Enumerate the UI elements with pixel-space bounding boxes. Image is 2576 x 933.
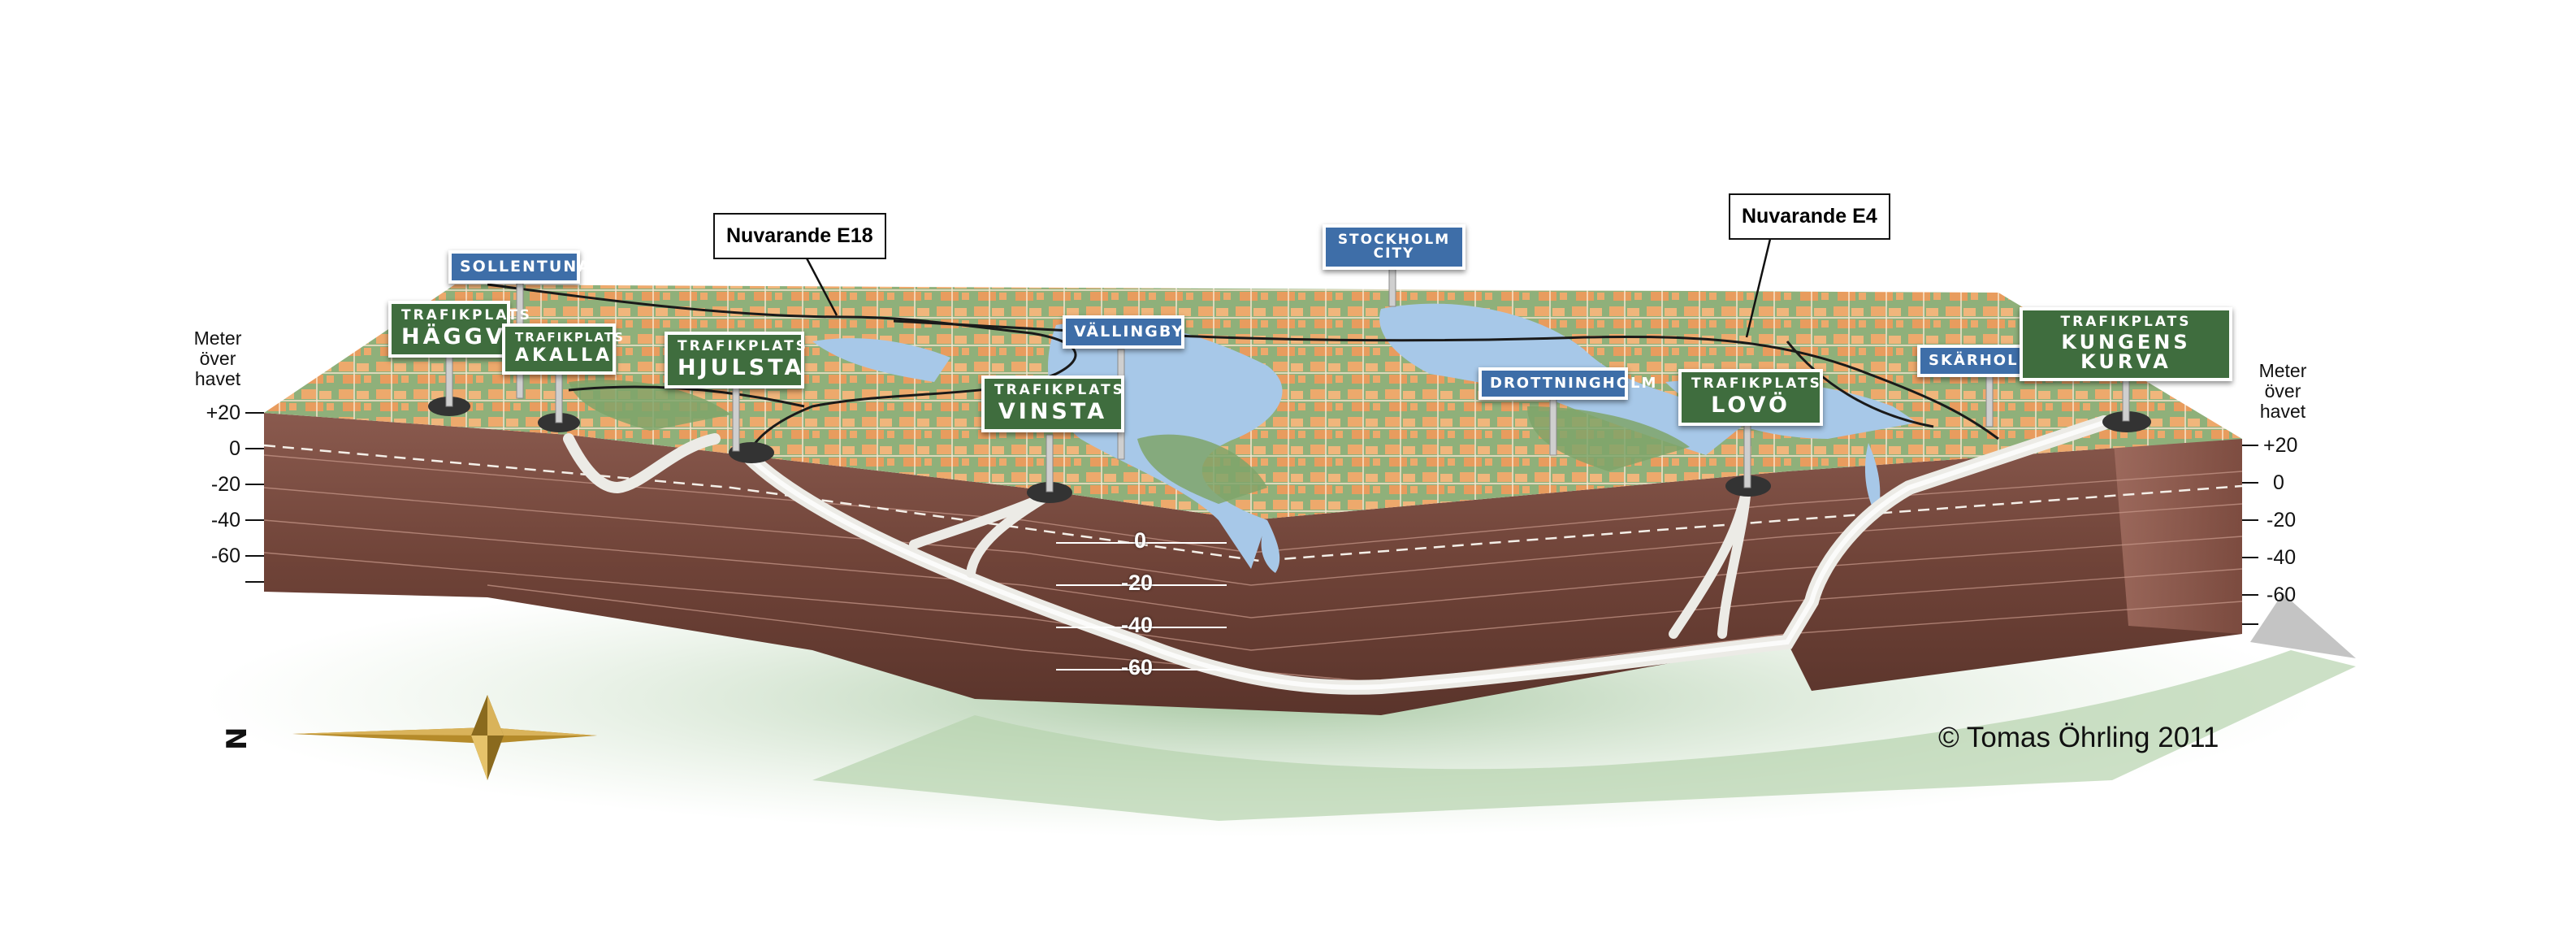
right-scale-title-line: Meter: [2258, 360, 2307, 381]
callout-nuvarande-e4: Nuvarande E4: [1729, 193, 1890, 240]
copyright-notice: © Tomas Öhrling 2011: [1938, 722, 2219, 753]
soil-side-face: [2112, 423, 2242, 634]
callout-pointers: [803, 235, 1773, 338]
sign-hjulsta-top: TRAFIKPLATS: [678, 338, 808, 354]
sign-trafikplats-akalla: TRAFIKPLATS AKALLA: [502, 323, 625, 375]
ground-map-land: [812, 650, 2356, 821]
sign-vinsta-top: TRAFIKPLATS: [994, 382, 1125, 398]
compass-north-label: N: [221, 727, 253, 750]
right-scale-tick-label: +20: [2263, 434, 2298, 457]
right-scale-tick-label: -60: [2266, 584, 2297, 606]
sea-level-line: [263, 444, 2243, 562]
sign-akalla-top: TRAFIKPLATS: [515, 330, 625, 345]
right-scale-tick-label: -40: [2266, 546, 2297, 569]
sign-lovo-top: TRAFIKPLATS: [1691, 375, 1822, 392]
callout-nuvarande-e18: Nuvarande E18: [713, 213, 886, 259]
depth-ruler-lines: [1056, 542, 1227, 670]
left-scale-tick-label: -40: [210, 509, 240, 532]
left-scale-tick-label: -60: [210, 545, 240, 567]
sign-akalla-name: AKALLA: [515, 345, 613, 366]
tunnels: [563, 415, 2111, 695]
compass-rose-icon: N: [221, 695, 597, 780]
left-scale-title: Meter över havet: [185, 328, 250, 389]
left-scale-tick-label: -20: [210, 473, 240, 496]
sign-vinsta-name: VINSTA: [998, 399, 1108, 424]
park-areas: [569, 380, 1690, 504]
sign-haggvik-top: TRAFIKPLATS: [401, 307, 532, 323]
sign-kungens-kurva-top: TRAFIKPLATS: [2060, 314, 2192, 330]
right-scale-title-line: över: [2264, 380, 2301, 401]
sign-vallingby: VÄLLINGBY: [1063, 315, 1184, 349]
left-scale-title-line: havet: [194, 368, 241, 389]
depth-label: 0: [1134, 528, 1147, 553]
left-scale-title-line: över: [199, 348, 236, 369]
right-scale-title-line: havet: [2259, 401, 2306, 422]
right-scale-tick-label: 0: [2273, 471, 2284, 494]
depth-label: -20: [1121, 571, 1154, 595]
depth-label: -40: [1121, 613, 1154, 637]
sign-haggvik-name: HÄGGVIK: [401, 324, 538, 349]
sign-trafikplats-haggvik: TRAFIKPLATS HÄGGVIK: [388, 301, 538, 358]
sign-lovo-name: LOVÖ: [1711, 393, 1790, 418]
left-scale-tick-label: 0: [229, 437, 240, 460]
sign-hjulsta-name: HJULSTA: [678, 355, 805, 380]
scale-ticks: [245, 412, 2258, 625]
left-scale-tick-label: +20: [206, 401, 240, 424]
depth-label: -60: [1121, 655, 1154, 679]
sign-stockholm-city: STOCKHOLM CITY: [1323, 224, 1466, 270]
sign-trafikplats-hjulsta: TRAFIKPLATS HJULSTA: [665, 332, 808, 388]
right-scale-title: Meter över havet: [2250, 361, 2315, 422]
right-scale-tick-label: -20: [2266, 509, 2297, 532]
sign-sollentuna: SOLLENTUNA: [448, 250, 590, 284]
sign-trafikplats-vinsta: TRAFIKPLATS VINSTA: [981, 375, 1124, 432]
sign-trafikplats-kungens-kurva: TRAFIKPLATS KUNGENS KURVA: [2020, 307, 2232, 381]
right-cast-shadow: [2250, 593, 2356, 658]
sign-drottningholm: DROTTNINGHOLM: [1478, 367, 1656, 400]
sign-kungens-kurva-name: KUNGENS KURVA: [2061, 331, 2191, 373]
sign-trafikplats-lovo: TRAFIKPLATS LOVÖ: [1678, 369, 1823, 426]
left-scale-title-line: Meter: [193, 328, 242, 349]
